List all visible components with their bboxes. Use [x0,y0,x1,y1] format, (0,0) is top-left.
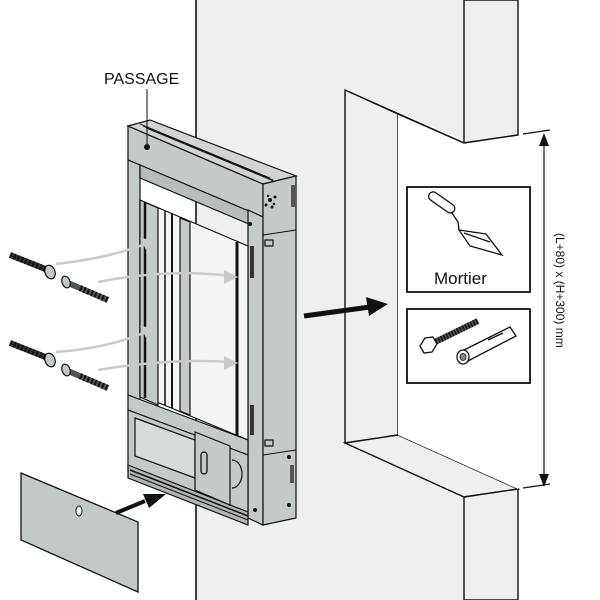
passage-marker-dot [144,144,150,150]
left-guide-rail [139,199,159,406]
dimension-arrow: (L+80) x (H+300) mm [522,129,567,489]
screw-anchor-3 [8,340,56,368]
cover-panel-hole [75,505,83,517]
frame-assembly [126,119,299,526]
dimension-label: (L+80) x (H+300) mm [553,233,567,348]
screw-anchor-1 [8,252,56,280]
gray-arrows [55,241,231,372]
bolt-icon [419,318,480,354]
anchor-icon [456,326,517,365]
dimension-arrowhead-bottom [539,474,549,487]
cover-arrowhead [143,494,166,508]
fixings-group [8,238,238,391]
passage-label: PASSAGE [104,71,179,88]
passage-callout: PASSAGE [104,71,179,144]
install-arrowhead [366,297,388,316]
trowel-icon [427,191,504,257]
dimension-arrowhead-top [539,133,549,146]
bottom-box-floor [127,464,249,526]
opening-jamb-face [344,88,399,444]
screw-anchor-4 [61,363,110,391]
wall-opening [398,114,518,489]
screw-anchor-2 [61,275,110,303]
wall-lower-side-face [463,488,519,600]
frame-side-face [262,175,297,526]
material-box-fixings [406,308,531,384]
material-box-mortar: Mortier [406,186,531,293]
gear-mechanism-icon [264,194,277,209]
cover-panel [20,472,166,594]
wall-upper-side-face [463,0,519,144]
install-arrow [303,297,388,319]
mortar-label: Mortier [434,269,487,288]
motor-bracket [194,431,231,506]
